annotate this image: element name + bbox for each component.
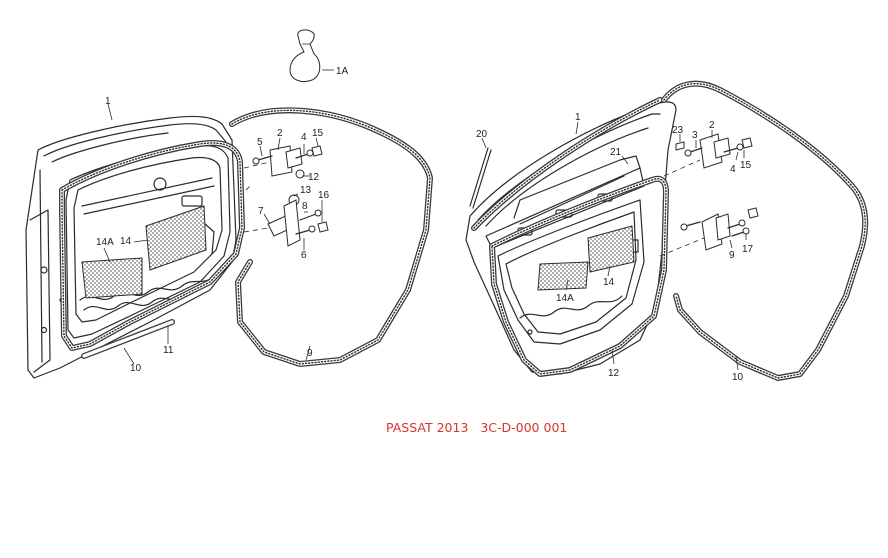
callout-rear-1: 1 <box>575 112 581 123</box>
callout-rear-14a: 14A <box>556 293 574 304</box>
callout-rear-9: 9 <box>729 250 735 261</box>
callout-front-1a: 1A <box>336 66 349 77</box>
front-door-seal <box>59 140 245 351</box>
front-door-callouts: 1 1A 2 4 5 6 7 8 9 10 11 12 13 14 14A 15… <box>96 66 349 374</box>
front-door-lower-seal-strip <box>81 319 175 359</box>
callout-rear-3: 3 <box>692 130 698 141</box>
callout-rear-21: 21 <box>610 147 622 158</box>
callout-rear-17: 17 <box>742 244 754 255</box>
front-door-leaders <box>103 69 334 365</box>
rear-door-hardware <box>659 133 759 257</box>
callout-front-9: 9 <box>307 348 313 359</box>
callout-front-15: 15 <box>312 128 324 139</box>
rear-door-leaders <box>481 121 747 371</box>
front-door-sound-pad-14 <box>145 205 207 271</box>
front-door-hardware <box>243 29 329 247</box>
diagram-code: 3C-D-000 001 <box>480 420 568 435</box>
rear-door-seal-12 <box>489 175 669 377</box>
rear-door-shell <box>465 101 677 375</box>
grease-bag-1a <box>289 29 321 83</box>
callout-front-10: 10 <box>130 363 142 374</box>
callout-rear-4: 4 <box>730 164 736 175</box>
callout-rear-12: 12 <box>608 368 620 379</box>
callout-front-13: 13 <box>300 185 312 196</box>
callout-front-12: 12 <box>308 172 320 183</box>
rear-door-sound-pad-14a <box>537 261 589 291</box>
callout-front-2: 2 <box>277 128 283 139</box>
rear-window-strip-20 <box>469 147 489 207</box>
front-door-sound-pad-14a <box>81 257 143 299</box>
callout-front-14a: 14A <box>96 237 114 248</box>
callout-rear-2: 2 <box>709 120 715 131</box>
callout-rear-15: 15 <box>740 160 752 171</box>
callout-rear-20: 20 <box>476 129 488 140</box>
rear-body-seal-10 <box>661 80 869 381</box>
callout-front-4: 4 <box>301 132 307 143</box>
callout-front-1: 1 <box>105 96 111 107</box>
callout-front-16: 16 <box>318 190 330 201</box>
rear-door-frame-seal <box>471 97 663 231</box>
callout-front-14: 14 <box>120 236 132 247</box>
callout-front-11: 11 <box>163 345 174 356</box>
diagram-caption: PASSAT 2013 3C-D-000 001 <box>386 420 567 435</box>
front-body-seal-9 <box>229 107 433 367</box>
rear-door-callouts: 1 2 3 4 9 10 12 14 14A 15 17 20 21 23 <box>476 112 754 383</box>
model-label: PASSAT 2013 <box>386 420 469 435</box>
rear-door-sound-pad-14 <box>587 225 635 273</box>
callout-rear-10: 10 <box>732 372 744 383</box>
callout-front-6: 6 <box>301 250 307 261</box>
callout-front-7: 7 <box>258 206 264 217</box>
callout-front-8: 8 <box>302 201 308 212</box>
callout-rear-14: 14 <box>603 277 615 288</box>
callout-front-5: 5 <box>257 137 263 148</box>
callout-rear-23: 23 <box>672 125 684 136</box>
